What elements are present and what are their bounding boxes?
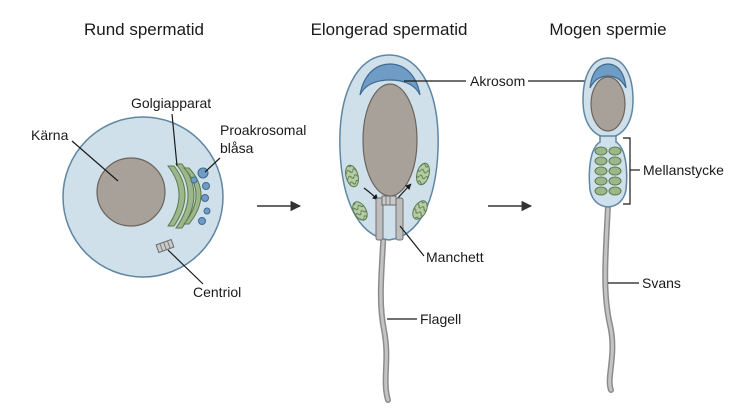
label-proacrosomal-line2: blåsa: [220, 140, 254, 156]
label-nucleus: Kärna: [31, 127, 69, 143]
elongated-spermatid: [339, 54, 439, 403]
elongated-centriole: [381, 195, 397, 206]
midpiece-bracket: [623, 137, 631, 205]
label-tail: Svans: [642, 275, 681, 291]
elongated-nucleus: [362, 83, 418, 197]
mature-acrosome: [589, 63, 627, 89]
leader-centriole: [167, 249, 204, 285]
proacrosomal-vesicles: [190, 167, 211, 225]
label-centriole: Centriol: [193, 284, 241, 300]
elongated-acrosome: [359, 63, 421, 96]
label-flagellum: Flagell: [420, 311, 461, 327]
round-nucleus: [96, 157, 166, 227]
stage-title-mature: Mogen spermie: [549, 20, 666, 39]
stage-title-round: Rund spermatid: [84, 20, 204, 39]
leader-nucleus: [71, 140, 119, 182]
elongated-mitochondria: [345, 162, 430, 221]
round-spermatid: [62, 116, 224, 278]
mature-nucleus: [590, 76, 626, 132]
label-acrosome: Akrosom: [470, 73, 525, 89]
leader-proacrosomal: [204, 157, 221, 173]
mitochondria-migration-arrow-right: [397, 183, 412, 199]
mature-mitochondria: [594, 146, 622, 196]
manchette: [375, 197, 404, 241]
stage-title-elongated: Elongerad spermatid: [311, 20, 468, 39]
leader-golgi: [171, 113, 178, 167]
mature-sperm: [582, 57, 634, 393]
centriole: [155, 238, 175, 254]
label-golgi: Golgiapparat: [131, 95, 211, 111]
label-manchette: Manchett: [426, 249, 484, 265]
label-midpiece: Mellanstycke: [643, 162, 724, 178]
leader-manchette: [399, 225, 425, 257]
label-proacrosomal-line1: Proakrosomal: [220, 122, 306, 138]
